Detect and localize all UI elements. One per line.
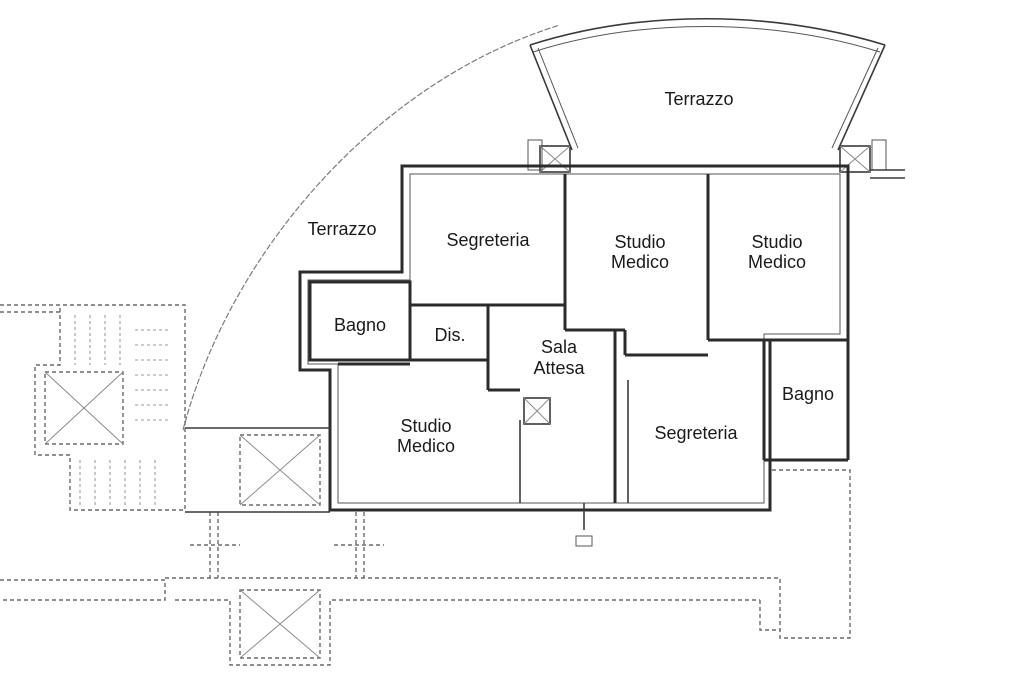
room-sala-attesa-line2: Attesa	[533, 358, 585, 378]
lower-corridor	[0, 579, 166, 601]
room-bagno-right: Bagno	[782, 384, 834, 404]
room-segreteria-top: Segreteria	[446, 230, 530, 250]
room-segreteria-right: Segreteria	[654, 423, 738, 443]
outer-wall	[298, 164, 850, 512]
room-studio-medico-3-line1: Studio	[400, 416, 451, 436]
room-studio-medico-2-line2: Medico	[748, 252, 806, 272]
room-studio-medico-3-line2: Medico	[397, 436, 455, 456]
terrace-left-edge	[529, 44, 573, 151]
room-sala-attesa-line1: Sala	[541, 337, 578, 357]
stair-block	[0, 304, 186, 511]
terrace-right-edge	[837, 44, 886, 151]
room-studio-medico-2-line1: Studio	[751, 232, 802, 252]
terrace-left-edge-inner	[537, 47, 579, 149]
room-terrazzo-top: Terrazzo	[664, 89, 733, 109]
room-studio-medico-1-line2: Medico	[611, 252, 669, 272]
room-studio-medico-1-line1: Studio	[614, 232, 665, 252]
room-dis: Dis.	[435, 325, 466, 345]
bagno-left-walls	[308, 280, 412, 362]
terrace-arc	[182, 24, 561, 431]
lower-shaft	[239, 589, 321, 659]
pillar-left	[539, 145, 571, 173]
small-shaft	[523, 397, 551, 425]
terrace-right-edge-inner	[831, 47, 879, 149]
elevator-shaft	[239, 434, 321, 506]
room-terrazzo-left: Terrazzo	[307, 219, 376, 239]
stair-steps	[74, 315, 170, 505]
pillar-right	[839, 145, 871, 173]
room-bagno-left: Bagno	[334, 315, 386, 335]
terrace-top-curve-inner	[532, 26, 881, 53]
terrace-top-curve	[529, 17, 886, 46]
